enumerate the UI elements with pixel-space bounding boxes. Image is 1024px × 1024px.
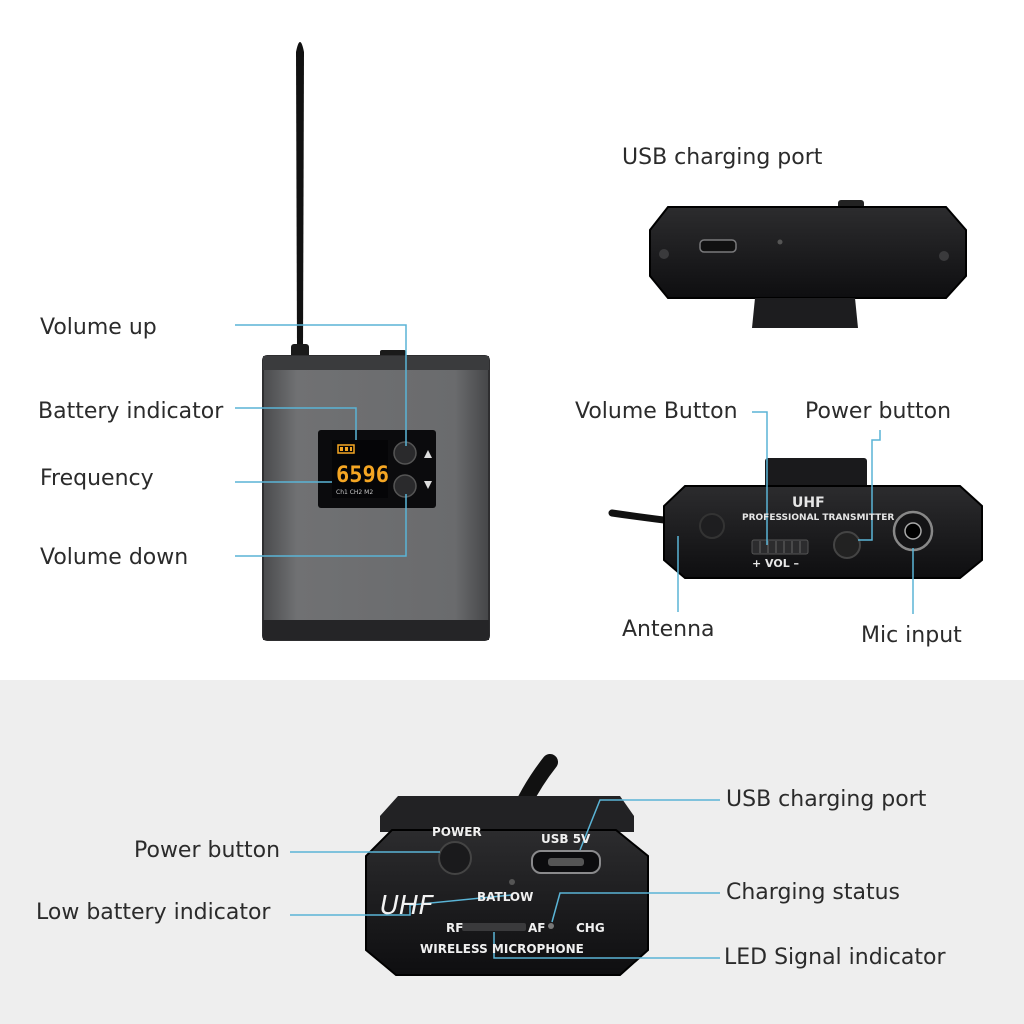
- bodypack-transmitter: [262, 42, 490, 641]
- arrow-down-icon: [424, 481, 432, 489]
- label-mic-input: Mic input: [861, 623, 962, 648]
- label-volume-button: Volume Button: [575, 399, 738, 424]
- label-battery-indicator: Battery indicator: [38, 399, 224, 424]
- professional-transmitter-text: PROFESSIONAL TRANSMITTER: [742, 513, 894, 523]
- label-led-signal: LED Signal indicator: [724, 945, 946, 970]
- power-button: [833, 531, 861, 559]
- chg-led: [548, 923, 554, 929]
- lcd-frequency: 6596: [336, 463, 389, 488]
- rf-text: RF: [446, 921, 463, 935]
- receiver-power-button: [438, 841, 472, 875]
- label-volume-down: Volume down: [40, 545, 189, 570]
- label-usb-port-top: USB charging port: [622, 145, 823, 170]
- usb-port-icon: [699, 239, 737, 253]
- volume-wheel: [751, 539, 809, 555]
- volume-up-button: [393, 441, 417, 465]
- arrow-up-icon: [424, 450, 432, 458]
- device-printed-text: 6596 Ch1 CH2 M2 UHF PROFESSIONAL TRANSMI…: [336, 463, 894, 956]
- label-power-button-bottom: Power button: [134, 838, 281, 863]
- vol-text: + VOL –: [752, 557, 799, 570]
- wireless-microphone-text: WIRELESS MICROPHONE: [420, 942, 584, 956]
- chg-text: CHG: [576, 921, 605, 935]
- leader-lines: [235, 324, 914, 959]
- batlow-led: [509, 879, 515, 885]
- lcd-small-text: Ch1 CH2 M2: [336, 489, 373, 496]
- transmitter-side-view: [608, 458, 983, 579]
- signal-led-bar: [462, 923, 526, 931]
- batlow-text: BATLOW: [477, 890, 533, 904]
- label-volume-up: Volume up: [40, 315, 157, 340]
- label-power-button-top: Power button: [805, 399, 952, 424]
- uhf-bottom-logo: UHF: [380, 891, 435, 921]
- uhf-top-logo: UHF: [792, 495, 825, 511]
- label-low-battery: Low battery indicator: [36, 900, 271, 925]
- transmitter-top-view: [649, 200, 967, 328]
- usb-5v-text: USB 5V: [541, 832, 591, 846]
- label-frequency: Frequency: [40, 466, 154, 491]
- af-text: AF: [528, 921, 545, 935]
- label-antenna: Antenna: [622, 617, 715, 642]
- volume-down-button: [393, 474, 417, 498]
- power-text: POWER: [432, 825, 482, 839]
- label-usb-port-bottom: USB charging port: [726, 787, 927, 812]
- receiver-unit: [365, 754, 649, 976]
- label-charging-status: Charging status: [726, 880, 901, 905]
- antenna: [296, 42, 304, 352]
